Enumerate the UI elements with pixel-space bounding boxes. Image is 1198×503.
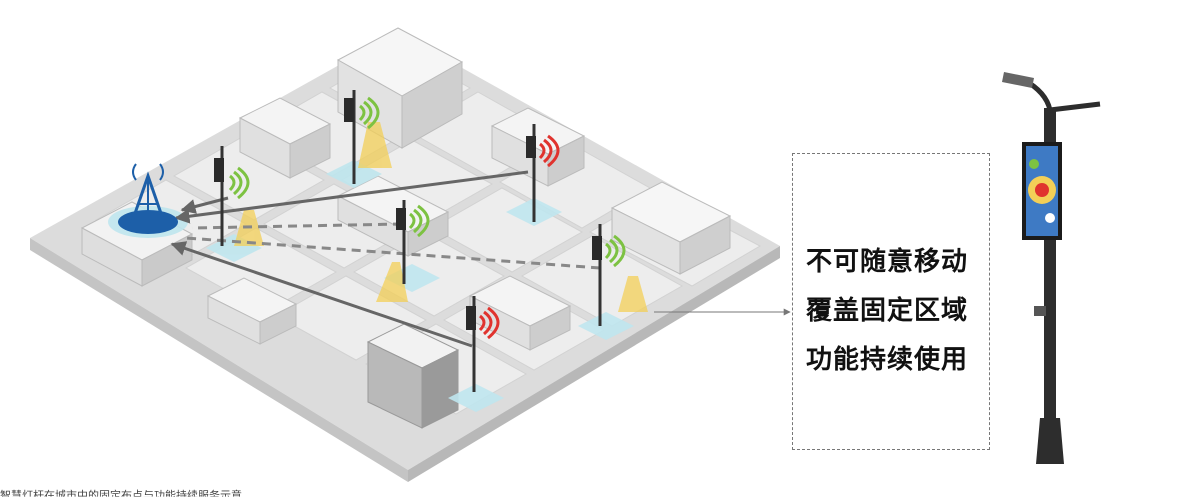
feature-fixed-position: 不可随意移动 <box>806 247 969 277</box>
dashed-connections <box>185 222 601 270</box>
solid-connections <box>170 170 529 348</box>
feature-fixed-coverage: 覆盖固定区域 <box>806 296 969 326</box>
signal-tower-icon <box>118 163 178 234</box>
feature-continuous-use: 功能持续使用 <box>806 345 969 375</box>
pole-screens <box>214 98 602 330</box>
wifi-green-signals <box>228 96 626 268</box>
smart-pole-icon <box>1002 72 1101 464</box>
wifi-red-signals <box>478 134 560 340</box>
caption: 智慧灯杆在城市中的固定布点与功能持续服务示意 <box>0 489 242 502</box>
feature-box <box>792 153 990 450</box>
